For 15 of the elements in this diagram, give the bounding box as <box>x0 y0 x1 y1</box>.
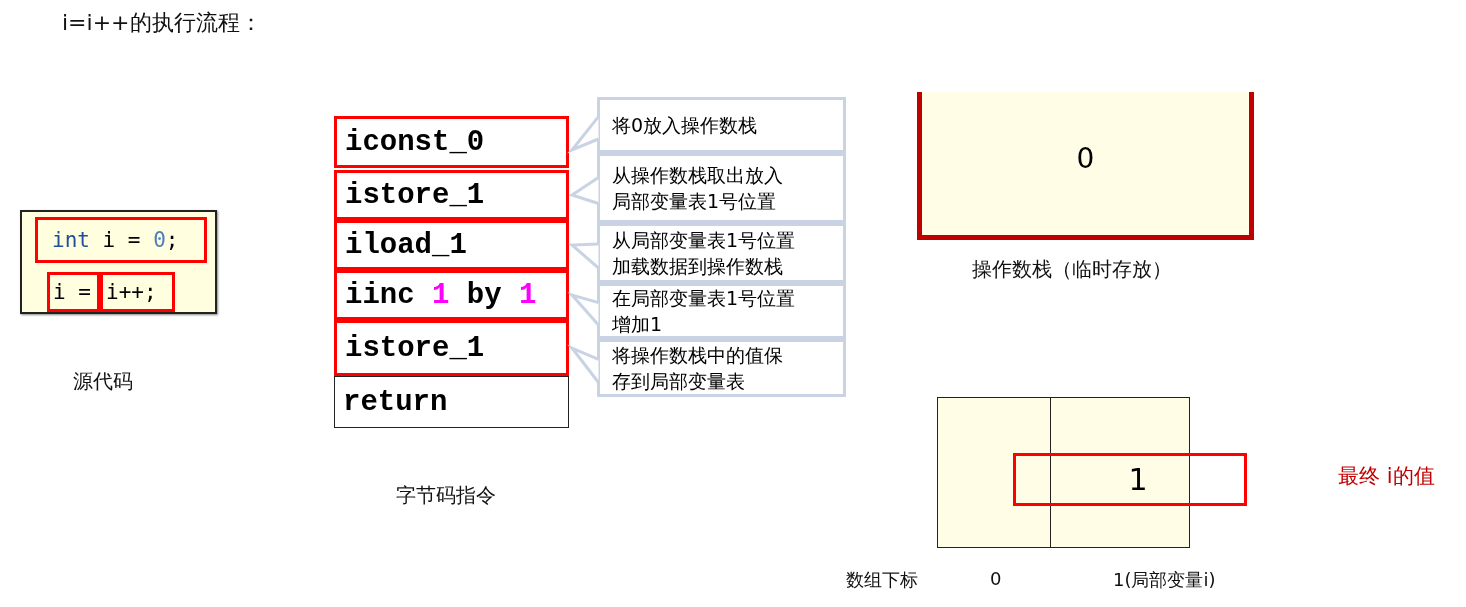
annotation: 最终 i的值 <box>1338 463 1435 490</box>
index-label: 1(局部变量i) <box>1113 568 1216 592</box>
callout-bubble: 从操作数栈取出放入局部变量表1号位置 <box>597 153 846 223</box>
index-label: 0 <box>990 568 1002 589</box>
title: i=i++的执行流程： <box>62 9 262 37</box>
local-variable-table <box>937 397 1190 548</box>
caption: 字节码指令 <box>396 482 496 509</box>
instruction-row: return <box>334 376 569 428</box>
highlight-box: 1 <box>1013 453 1247 506</box>
node-label: 操作数栈（临时存放） <box>972 256 1172 283</box>
operand-stack: 0 <box>917 92 1254 240</box>
callout-bubble: 从局部变量表1号位置加载数据到操作数栈 <box>597 223 846 283</box>
code-panel <box>20 210 217 314</box>
axis-label: 数组下标 <box>846 568 918 592</box>
node-label: 源代码 <box>73 368 133 395</box>
